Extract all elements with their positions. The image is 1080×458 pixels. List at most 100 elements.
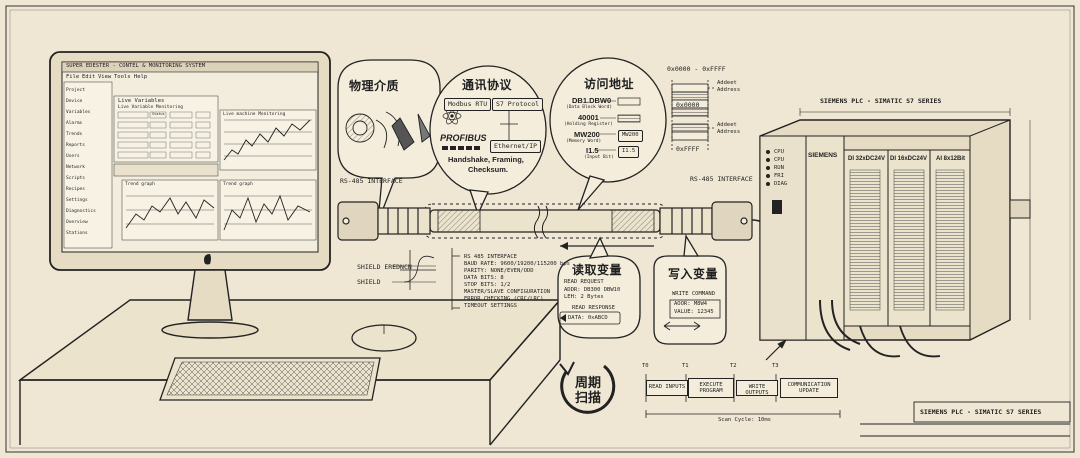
trend-line-c	[223, 194, 311, 231]
screen-ui	[63, 81, 317, 249]
spec-line: STOP BITS: 1/2	[464, 282, 511, 288]
write-address: AOOR: M8W4	[674, 301, 708, 307]
keyboard	[159, 357, 381, 401]
callout-write	[653, 233, 727, 345]
s7-protocol-tag: S7 Protocol	[492, 98, 544, 111]
panel-b-title: Live Variable Monitoring	[118, 105, 184, 110]
input-bit-address: I1.5	[586, 146, 599, 155]
memory-range: 0x0000 - 0xFFFF	[667, 65, 726, 73]
callout-read	[557, 236, 654, 339]
holding-address-note: (Holding Register)	[564, 122, 613, 127]
scan-timeline	[645, 339, 841, 418]
menu-help[interactable]: Help	[134, 74, 148, 80]
tree-item[interactable]: Scripts	[66, 176, 85, 181]
physical-medium-title: 物理介质	[349, 79, 400, 93]
write-command-title: WRITE COMMAND	[672, 291, 716, 297]
tick-t3: T3	[772, 363, 779, 369]
stage-execute-program: EXECUTE PROGRAM	[688, 378, 734, 398]
shield-label: SHIELD EREDNCN	[357, 263, 412, 271]
memory-end: 0xFFFF	[676, 145, 700, 153]
cable-cross-section	[345, 111, 431, 151]
tree-item[interactable]: Project	[66, 88, 85, 93]
mouse	[351, 324, 417, 352]
scan-cycle-label: Scan Cycle: 10ms	[718, 417, 771, 423]
tree-item[interactable]: Variables	[66, 110, 91, 115]
rs485-label-left: RS-485 INTERFACE	[340, 177, 403, 185]
rs485-label-right: RS-485 INTERFACE	[690, 175, 753, 183]
spec-line: DATA BITS: 8	[464, 275, 504, 281]
module-1-label: DI 32xDC24V	[848, 156, 886, 162]
db-address: DB1.DBW0	[572, 96, 612, 105]
access-address-title: 访问地址	[584, 77, 635, 91]
menu-file[interactable]: File	[66, 74, 80, 80]
profibus-logo: PROFIBUS	[440, 133, 487, 143]
panel-a-title: Live Variables	[118, 98, 165, 104]
menu-edit[interactable]: Edit	[82, 74, 96, 80]
plc-header: SIEMENS PLC - SIMATIC S7 SERIES	[820, 97, 942, 105]
read-response-title: READ RESPONSE	[572, 305, 616, 311]
stage-read-inputs: READ INPUTS	[646, 380, 688, 396]
panel-c-title: Live machine Monitoring	[223, 112, 286, 117]
tree-item[interactable]: Reports	[66, 143, 85, 148]
read-variable-title: 读取变量	[572, 263, 623, 277]
tree-item[interactable]: Network	[66, 165, 85, 170]
spec-line: PARITY: NONE/EVEN/ODD	[464, 268, 534, 274]
memory-start: 0x0000	[676, 101, 700, 109]
write-variable-title: 写入变量	[668, 267, 719, 281]
scan-cycle-title: 周期扫描	[574, 376, 601, 406]
spec-line: ERROR CHECKING (CRC/LRC)	[464, 296, 544, 302]
chart-left-title: Trend graph	[125, 182, 155, 187]
title-block	[860, 401, 1071, 437]
menu-view[interactable]: View	[98, 74, 112, 80]
status-label: Status	[152, 112, 165, 116]
led-run: RUN	[774, 165, 784, 171]
plc-brand: SIEMENS	[808, 152, 838, 159]
tree-item[interactable]: Recipes	[66, 187, 85, 192]
led-diag: DIAG	[774, 181, 788, 187]
spec-line: BAUD RATE: 9600/19200/115200 bps	[464, 261, 570, 267]
tree-item[interactable]: Diagnostics	[66, 209, 96, 214]
led-cpu-2: CPU	[774, 157, 784, 163]
chart-right-title: Trend graph	[223, 182, 253, 187]
led-fri: FRI	[774, 173, 784, 179]
title-block-text: SIEMENS PLC - SIMATIC S7 SERIES	[920, 408, 1042, 416]
holding-address: 40001	[578, 113, 599, 122]
protocol-summary-1: Handshake, Framing,	[448, 155, 524, 164]
tree-item[interactable]: Settings	[66, 198, 88, 203]
db9-connector-right	[659, 201, 753, 241]
window-title: SUPER EDESTER - CONTEL & MONITORING SYST…	[66, 63, 206, 69]
db9-connector-left	[337, 201, 431, 241]
memory-label-1: Addeet Address	[717, 80, 741, 93]
tree-item[interactable]: Overview	[66, 220, 88, 225]
read-request-address: ADDR: DB300 DBW10	[564, 287, 621, 293]
plc-rack	[759, 108, 1031, 358]
tree-item[interactable]: Users	[66, 154, 80, 159]
read-request-length: LEH: 2 Bytes	[564, 294, 604, 300]
mw-address-box: MW200	[618, 130, 643, 142]
protocol-title: 通讯协议	[462, 78, 513, 92]
cycle-arrow-icon	[559, 361, 616, 414]
memory-map	[671, 80, 716, 152]
mw-address-note: (Memory Word)	[566, 139, 602, 144]
menu-tools[interactable]: Tools	[114, 74, 131, 80]
spec-line: MASTER/SLAVE CONFIGURATION	[464, 289, 551, 295]
input-bit-box: I1.5	[618, 146, 640, 158]
read-response-data: DATA: 0xABCD	[568, 315, 608, 321]
spec-line: RS 485 INTERFACE	[464, 254, 517, 260]
tree-item[interactable]: Device	[66, 99, 83, 104]
tree-item[interactable]: Trends	[66, 132, 83, 137]
memory-label-2: Addeet Address	[717, 122, 741, 135]
write-value: VALUE: 12345	[674, 309, 714, 315]
tick-t0: T0	[642, 363, 649, 369]
shield-plain-label: SHIELD	[357, 278, 381, 286]
protocol-summary-2: Checksum.	[468, 165, 509, 174]
tree-item[interactable]: Alarms	[66, 121, 83, 126]
stage-write-outputs: WRITE OUTPUTS	[736, 380, 778, 396]
trend-line-b	[125, 197, 215, 229]
ethernet-ip-tag: Ethernet/IP	[490, 140, 542, 153]
led-cpu-1: CPU	[774, 149, 784, 155]
module-2-label: DI 16xDC24V	[890, 156, 928, 162]
tree-item[interactable]: Stations	[66, 231, 88, 236]
